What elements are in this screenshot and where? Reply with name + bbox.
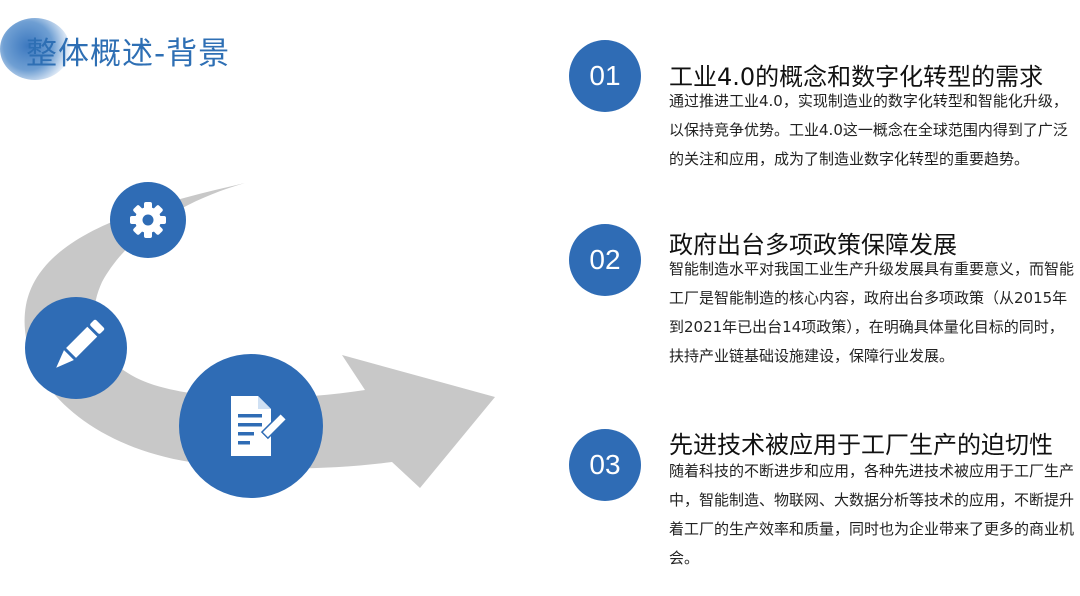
section-title: 先进技术被应用于工厂生产的迫切性 (669, 431, 1053, 459)
pencil-icon (25, 297, 127, 399)
section-title: 政府出台多项政策保障发展 (669, 231, 957, 259)
page-title: 整体概述-背景 (26, 36, 231, 72)
document-edit-icon (179, 354, 323, 498)
curved-arrow-graphic (24, 182, 496, 498)
section-body: 智能制造水平对我国工业生产升级发展具有重要意义，而智能工厂是智能制造的核心内容，… (669, 260, 1075, 365)
section-number-badge: 02 (569, 224, 641, 296)
section-title: 工业4.0的概念和数字化转型的需求 (669, 63, 1044, 91)
section-body: 通过推进工业4.0，实现制造业的数字化转型和智能化升级，以保持竞争优势。工业4.… (669, 92, 1068, 168)
gear-icon (110, 182, 186, 258)
section-number-badge: 03 (569, 429, 641, 501)
section-body: 随着科技的不断进步和应用，各种先进技术被应用于工厂生产中，智能制造、物联网、大数… (669, 462, 1075, 567)
title-decoration (0, 18, 70, 80)
curved-arrow (24, 183, 496, 488)
section-number-badge: 01 (569, 40, 641, 112)
